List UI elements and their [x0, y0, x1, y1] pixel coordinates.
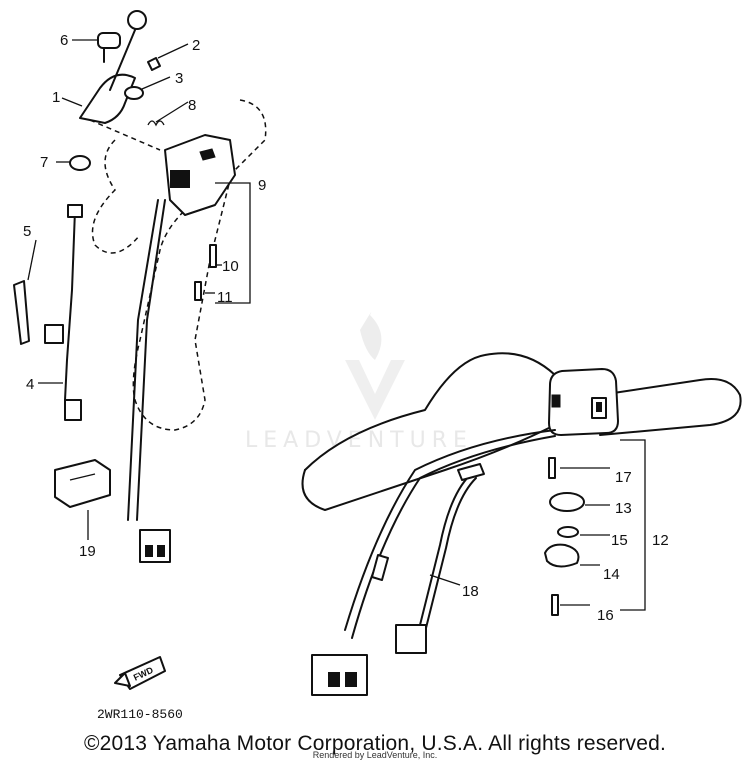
callout-18: 18: [462, 583, 479, 600]
callout-15: 15: [611, 532, 628, 549]
left-handlebar-assembly: [13, 10, 267, 563]
rendered-by-text: Rendered by LeadVenture, Inc.: [312, 750, 438, 760]
callout-14: 14: [603, 566, 620, 583]
callout-6: 6: [60, 32, 68, 49]
callout-4: 4: [26, 376, 34, 393]
callout-7: 7: [40, 154, 48, 171]
callout-5: 5: [23, 223, 31, 240]
callout-3: 3: [175, 70, 183, 87]
callout-9: 9: [258, 177, 266, 194]
watermark: LEADVENTURE: [245, 312, 473, 453]
part-code: 2WR110-8560: [97, 707, 183, 722]
copyright-notice: ©2013 Yamaha Motor Corporation, U.S.A. A…: [83, 732, 667, 755]
watermark-text: LEADVENTURE: [245, 428, 473, 453]
right-handlebar-assembly: [114, 352, 742, 696]
callout-2: 2: [192, 37, 200, 54]
callout-10: 10: [222, 258, 239, 275]
callout-12: 12: [652, 532, 669, 549]
callout-8: 8: [188, 97, 196, 114]
callout-16: 16: [597, 607, 614, 624]
callout-19: 19: [79, 543, 96, 560]
callout-1: 1: [52, 89, 60, 106]
callout-11: 11: [217, 289, 233, 306]
callout-13: 13: [615, 500, 632, 517]
callout-17: 17: [615, 469, 632, 486]
